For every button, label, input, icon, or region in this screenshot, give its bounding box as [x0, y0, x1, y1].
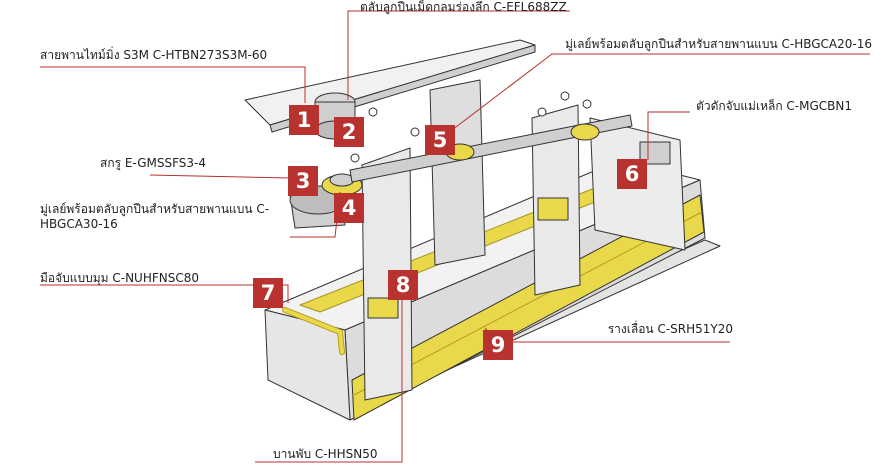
callout-label-2: ตลับลูกปืนเม็ดกลมร่องลึก C-EFL688ZZ [360, 0, 567, 14]
leader-line-7 [40, 284, 289, 303]
callout-badge-9: 9 [483, 330, 513, 360]
callout-label-9: รางเลื่อน C-SRH51Y20 [607, 322, 733, 336]
callout-label-8: บานพับ C-HHSN50 [273, 447, 378, 461]
panel-center [429, 79, 486, 266]
bolt [560, 91, 570, 101]
callout-badge-2: 2 [334, 117, 364, 147]
bolt [582, 99, 592, 109]
leader-line-6 [647, 111, 690, 160]
callout-badge-5: 5 [425, 125, 455, 155]
leader-line-8 [255, 298, 403, 463]
callout-badge-1: 1 [289, 105, 319, 135]
leader-lines [40, 10, 870, 463]
bolt [368, 107, 378, 117]
leader-line-1 [40, 66, 306, 103]
callout-badge-4: 4 [334, 193, 364, 223]
vertical-plate-left [361, 147, 413, 401]
slide-rail-yellow [351, 194, 705, 421]
hinge-left [367, 297, 399, 319]
pulley-5b [570, 123, 600, 141]
callout-badge-8: 8 [388, 270, 418, 300]
belt-bar [349, 114, 633, 183]
hinge-right [537, 197, 569, 221]
callout-label-7: มือจับแบบมุม C-NUHFNSC80 [40, 271, 200, 285]
callout-badge-7: 7 [253, 278, 283, 308]
callout-label-4: มู่เลย์พร้อมตลับลูกปืนสำหรับสายพานแบน C-… [40, 202, 270, 231]
callout-label-5: มู่เลย์พร้อมตลับลูกปืนสำหรับสายพานแบน C-… [565, 37, 872, 51]
bolt [350, 153, 360, 163]
leader-line-3 [149, 174, 293, 179]
leader-line-2 [347, 10, 570, 100]
callout-label-6: ตัวดักจับแม่เหล็ก C-MGCBN1 [696, 99, 852, 113]
callout-label-3: สกรู E-GMSSFS3-4 [100, 156, 206, 170]
leader-line-5 [451, 53, 870, 131]
bolt [410, 127, 420, 137]
callout-label-1: สายพานไทม์มิ่ง S3M C-HTBN273S3M-60 [40, 48, 268, 62]
bolt [537, 107, 547, 117]
callout-badge-6: 6 [617, 159, 647, 189]
callout-badge-3: 3 [288, 166, 318, 196]
